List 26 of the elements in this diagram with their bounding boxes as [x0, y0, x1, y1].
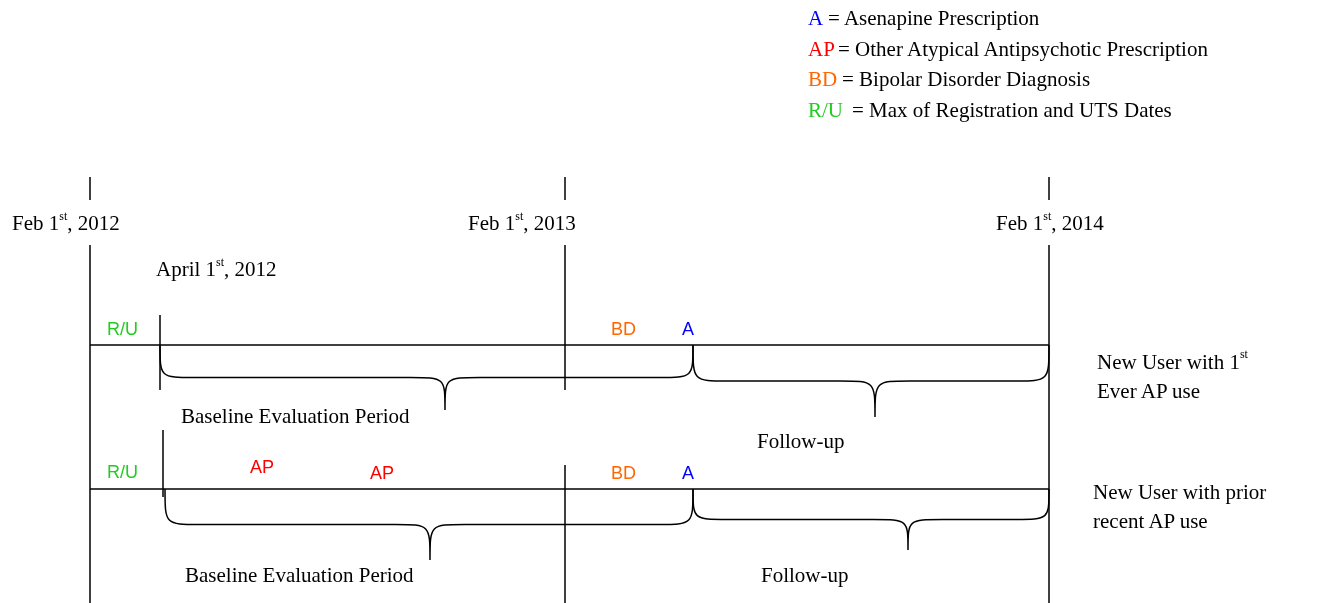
period-label: Baseline Evaluation Period: [181, 404, 410, 430]
legend-key: R/U: [808, 98, 843, 124]
date-label: Feb 1$^{st}$, 2013: [468, 211, 576, 237]
date-label: Feb 1$^{st}$, 2014: [996, 211, 1104, 237]
period-label: Follow-up: [757, 429, 845, 455]
period-label: Baseline Evaluation Period: [185, 563, 414, 589]
date-label: Feb 1$^{st}$, 2012: [12, 211, 120, 237]
legend-text: = Other Atypical Antipsychotic Prescription: [838, 37, 1208, 63]
event-marker: R/U: [107, 319, 138, 341]
row-label: New User with prior recent AP use: [1093, 479, 1268, 536]
event-marker: A: [682, 463, 694, 485]
period-label: Follow-up: [761, 563, 849, 589]
legend-text: = Bipolar Disorder Diagnosis: [842, 67, 1091, 93]
legend-text: = Max of Registration and UTS Dates: [852, 98, 1172, 124]
event-marker: AP: [250, 457, 274, 479]
event-marker: AP: [370, 463, 394, 485]
event-marker: BD: [611, 463, 636, 485]
row-label: New User with 1$^{st}$ Ever AP use: [1097, 348, 1249, 406]
date-label: April 1$^{st}$, 2012: [156, 257, 277, 283]
legend-key: BD: [808, 67, 838, 93]
event-marker: A: [682, 319, 694, 341]
legend-key: A: [808, 6, 824, 32]
legend-key: AP: [808, 37, 835, 63]
event-marker: R/U: [107, 462, 138, 484]
event-marker: BD: [611, 319, 636, 341]
legend-text: = Asenapine Prescription: [828, 6, 1040, 32]
